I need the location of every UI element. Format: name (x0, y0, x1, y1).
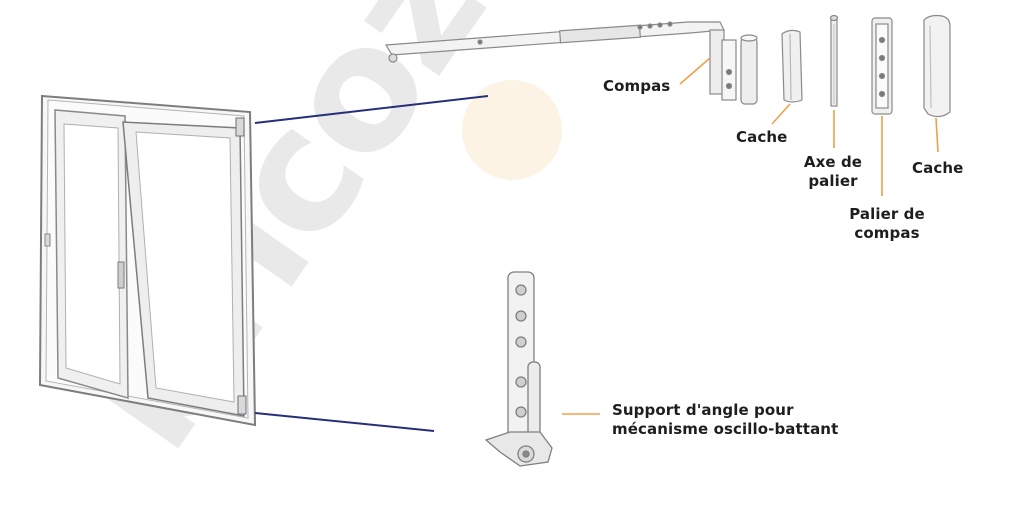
leader-cache-2 (935, 117, 939, 153)
label-cache-2: Cache (912, 159, 964, 177)
cache-2-part (923, 14, 951, 118)
compas-bushing (740, 34, 758, 105)
support-angle-part (484, 271, 553, 467)
watermark-dot (462, 80, 562, 180)
label-palier-de-compas: Palier de compas (849, 205, 925, 242)
leader-cache-1 (771, 103, 791, 125)
palier-de-compas-part (871, 17, 893, 115)
leader-lines (562, 57, 939, 415)
compas-part (384, 21, 737, 101)
cache-1-part (781, 29, 803, 103)
label-axe-de-palier: Axe de palier (803, 153, 863, 190)
label-compas: Compas (603, 77, 671, 95)
window-illustration (38, 94, 257, 427)
connector-top (254, 95, 489, 124)
axe-de-palier-part (829, 14, 839, 107)
connector-bottom (254, 412, 435, 432)
label-cache-1: Cache (736, 128, 788, 146)
label-support-angle: Support d'angle pour mécanisme oscillo-b… (612, 401, 839, 438)
leader-compas (679, 57, 711, 85)
